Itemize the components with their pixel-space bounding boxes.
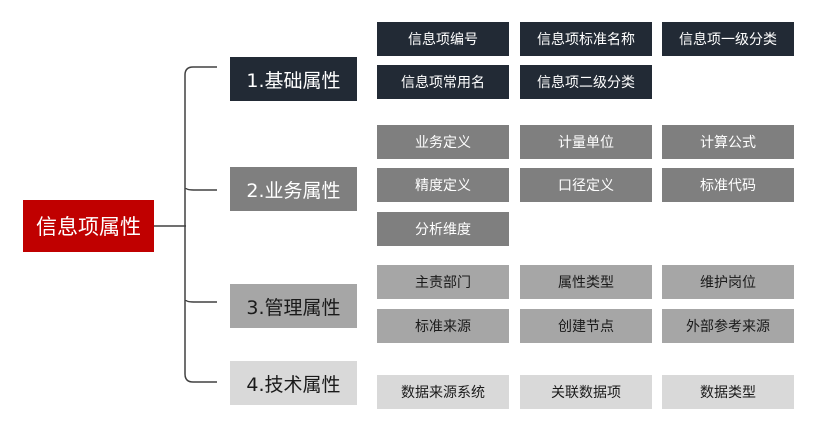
connector-branch-3	[185, 299, 217, 303]
category-management-attributes: 3.管理属性	[230, 284, 357, 328]
item-business-5: 口径定义	[520, 168, 652, 202]
category-business-attributes: 2.业务属性	[230, 167, 357, 211]
item-business-7: 分析维度	[377, 212, 509, 246]
item-basic-2: 信息项标准名称	[520, 22, 652, 56]
item-technical-2: 关联数据项	[520, 375, 652, 409]
root-node: 信息项属性	[23, 200, 154, 252]
item-management-5: 创建节点	[520, 309, 652, 343]
item-management-4: 标准来源	[377, 309, 509, 343]
connector-bracket	[184, 66, 217, 383]
item-basic-1: 信息项编号	[377, 22, 509, 56]
item-business-4: 精度定义	[377, 168, 509, 202]
item-business-3: 计算公式	[662, 125, 794, 159]
item-technical-1: 数据来源系统	[377, 375, 509, 409]
item-management-3: 维护岗位	[662, 265, 794, 299]
item-management-1: 主责部门	[377, 265, 509, 299]
category-technical-attributes: 4.技术属性	[230, 361, 357, 405]
connector-branch-2	[185, 187, 217, 191]
item-business-1: 业务定义	[377, 125, 509, 159]
item-management-6: 外部参考来源	[662, 309, 794, 343]
category-basic-attributes: 1.基础属性	[230, 57, 357, 101]
item-business-6: 标准代码	[662, 168, 794, 202]
item-technical-3: 数据类型	[662, 375, 794, 409]
item-basic-3: 信息项一级分类	[662, 22, 794, 56]
item-basic-4: 信息项常用名	[377, 65, 509, 99]
item-business-2: 计量单位	[520, 125, 652, 159]
item-basic-5: 信息项二级分类	[520, 65, 652, 99]
item-management-2: 属性类型	[520, 265, 652, 299]
